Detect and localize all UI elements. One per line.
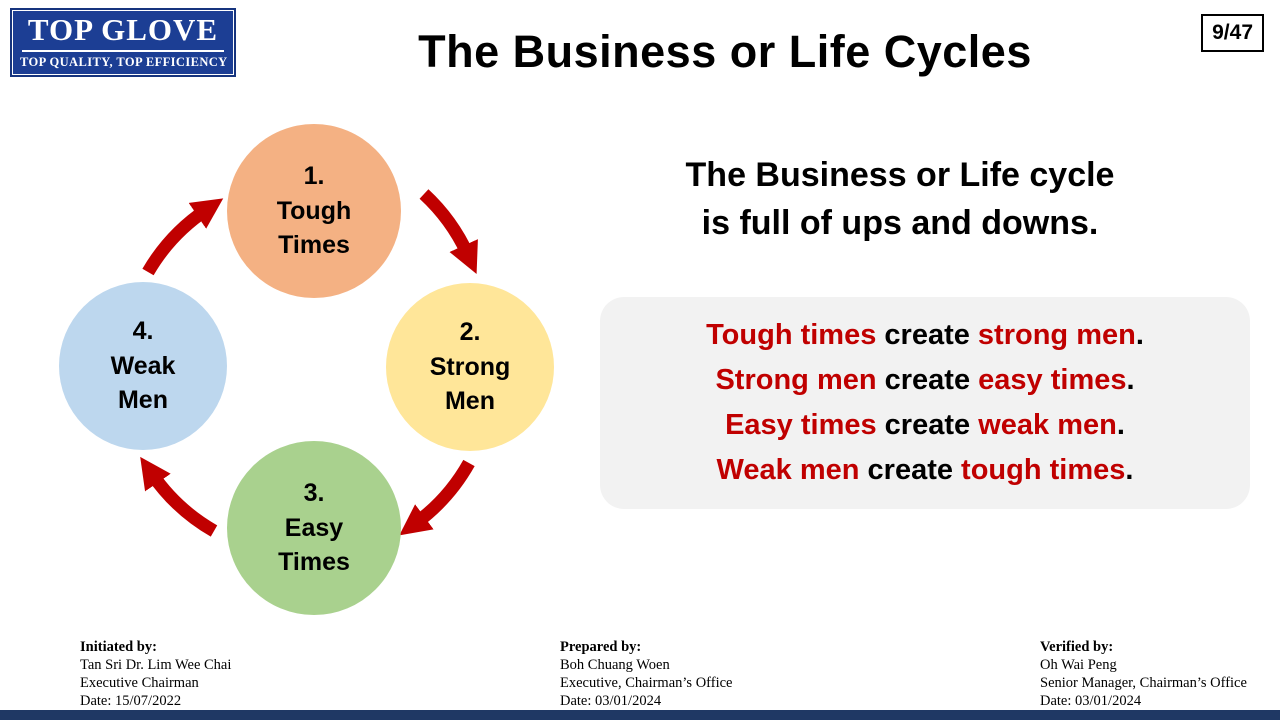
quote-line-2: Strong men create easy times.: [715, 364, 1135, 397]
cycle-node-label: 1. Tough Times: [276, 162, 352, 260]
bottom-accent-bar: [0, 710, 1280, 720]
quote-line-1: Tough times create strong men.: [706, 319, 1144, 352]
cycle-node-easy-times: 3. Easy Times: [227, 441, 401, 615]
message-heading-line2: is full of ups and downs.: [701, 203, 1099, 242]
arrow-easytimes-to-weakmen: [140, 456, 218, 537]
logo-tagline: TOP QUALITY, TOP EFFICIENCY: [20, 54, 228, 69]
footer-role: Senior Manager, Chairman’s Office: [1040, 675, 1247, 691]
quote-line-4: Weak men create tough times.: [716, 453, 1134, 486]
footer-label: Initiated by:: [80, 639, 157, 655]
footer-label: Verified by:: [1040, 639, 1114, 655]
quote-line-3: Easy times create weak men.: [725, 409, 1125, 441]
footer-role: Executive Chairman: [80, 675, 199, 691]
footer-prepared-by: Prepared by: Boh Chuang Woen Executive, …: [560, 638, 732, 710]
logo-divider: [22, 49, 224, 52]
footer-date: Date: 03/01/2024: [560, 693, 662, 709]
quote-box: Tough times create strong men. Strong me…: [600, 297, 1250, 509]
cycle-node-weak-men: 4. Weak Men: [59, 282, 227, 450]
arrow-strongmen-to-easytimes: [399, 459, 475, 536]
footer-role: Executive, Chairman’s Office: [560, 675, 733, 691]
footer-name: Boh Chuang Woen: [560, 657, 670, 673]
footer-initiated-by: Initiated by: Tan Sri Dr. Lim Wee Chai E…: [80, 638, 231, 710]
footer-label: Prepared by:: [560, 639, 642, 655]
cycle-node-tough-times: 1. Tough Times: [227, 124, 401, 298]
message-heading: The Business or Life cycle is full of up…: [620, 152, 1180, 247]
arrow-toughtimes-to-strongmen: [419, 189, 478, 274]
cycle-node-label: 4. Weak Men: [110, 317, 176, 415]
arrow-weakmen-to-toughtimes: [142, 198, 224, 276]
slide-number-badge: 9/47: [1201, 14, 1264, 52]
footer-name: Oh Wai Peng: [1040, 657, 1117, 673]
top-glove-logo: TOP GLOVE TOP QUALITY, TOP EFFICIENCY: [10, 8, 236, 77]
logo-name: TOP GLOVE: [27, 12, 219, 47]
footer-name: Tan Sri Dr. Lim Wee Chai: [80, 657, 232, 673]
message-heading-line1: The Business or Life cycle: [685, 156, 1115, 194]
page-title: The Business or Life Cycles: [418, 26, 1032, 77]
cycle-node-label: 2. Strong Men: [429, 318, 511, 416]
cycle-node-strong-men: 2. Strong Men: [386, 283, 554, 451]
cycle-arrows: [140, 189, 478, 537]
footer-date: Date: 15/07/2022: [80, 693, 182, 709]
cycle-node-label: 3. Easy Times: [278, 479, 350, 577]
footer-verified-by: Verified by: Oh Wai Peng Senior Manager,…: [1040, 638, 1247, 710]
footer-date: Date: 03/01/2024: [1040, 693, 1142, 709]
